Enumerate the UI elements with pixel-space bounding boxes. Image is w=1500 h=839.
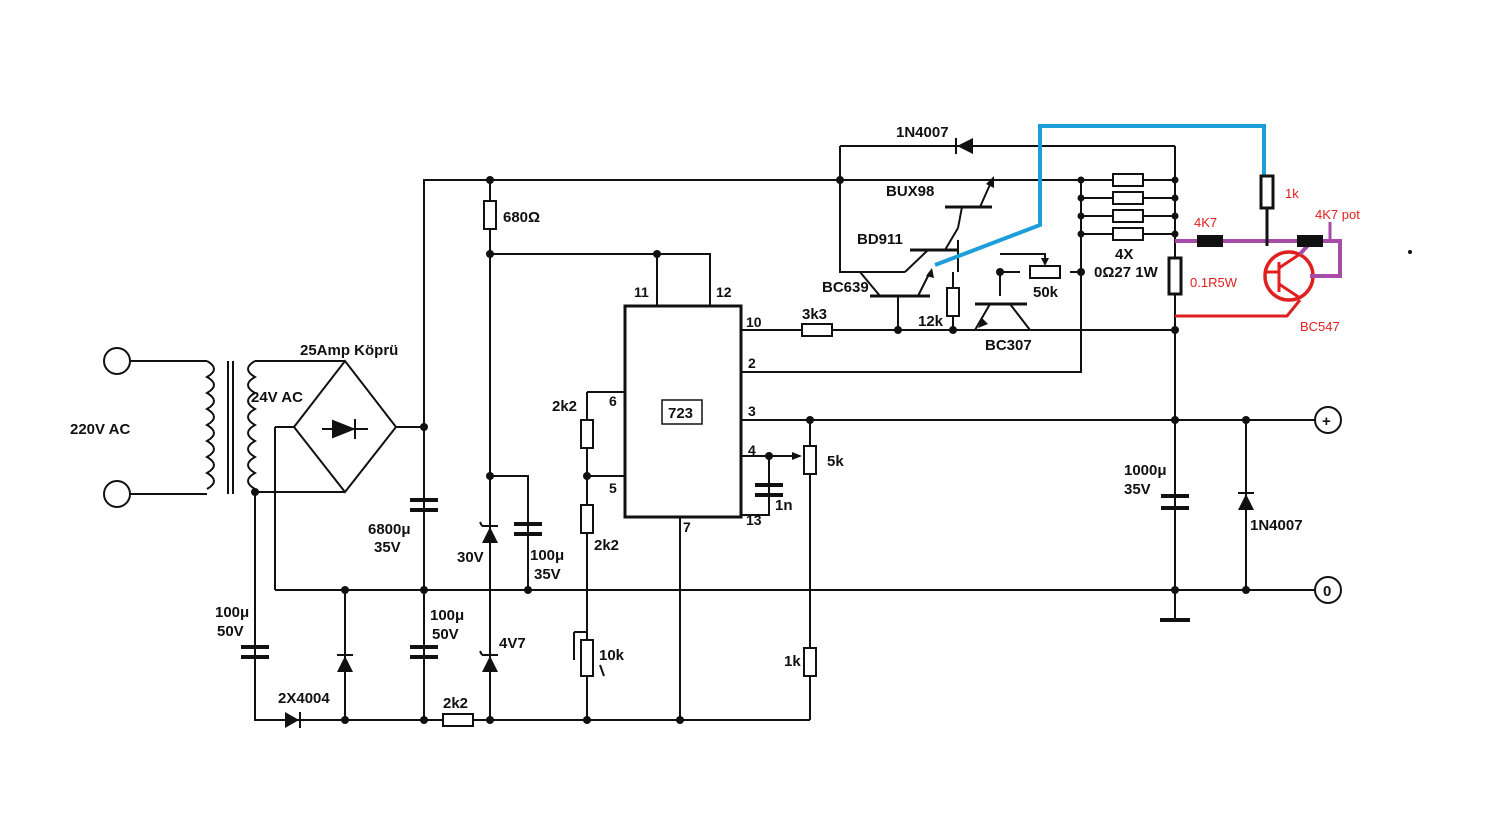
- resistor-2k2-neg: [442, 713, 474, 727]
- pin-11: 11: [634, 284, 649, 300]
- transformer: [204, 360, 345, 494]
- transistor-bc307: [953, 302, 1031, 331]
- zener30-label: 30V: [457, 549, 484, 566]
- resistor-2k2-pin6: [580, 419, 594, 449]
- transistor-bux98: [945, 176, 994, 229]
- mod-components: [1167, 174, 1412, 296]
- transistor-bd911: [904, 227, 959, 273]
- ic-723: 723: [623, 304, 743, 519]
- c-main-value: 6800μ: [368, 521, 411, 538]
- r5-label: 2k2: [594, 537, 619, 554]
- c1n-label: 1n: [775, 497, 793, 514]
- pin-4: 4: [748, 442, 756, 458]
- c-out-voltage: 35V: [1124, 481, 1151, 498]
- modification-labels: 1k 4K7 4K7 pot 0.1R5W BC547: [1190, 186, 1360, 334]
- mains-label: 220V AC: [70, 421, 130, 438]
- capacitor-100u-ref: [514, 522, 542, 536]
- r-zener-label: 680Ω: [503, 209, 540, 226]
- diode-1n4007-out: [1238, 492, 1254, 510]
- pot10k-label: 10k: [599, 647, 625, 664]
- pin-6: 6: [609, 393, 617, 409]
- diode-neg-label: 2X4004: [278, 690, 330, 707]
- c-ref-voltage: 35V: [534, 566, 561, 583]
- r6-label: 2k2: [552, 398, 577, 415]
- diode-1n4007-top: [955, 138, 973, 154]
- resistor-1k-bottom: [803, 647, 817, 677]
- junctions: [251, 176, 1250, 724]
- zero-label: 0: [1323, 583, 1331, 600]
- pin-3: 3: [748, 403, 756, 419]
- pot50k-label: 50k: [1033, 284, 1059, 301]
- ground-symbol: [1160, 618, 1190, 622]
- capacitor-1n: [755, 483, 783, 497]
- resistor-680: [483, 200, 497, 230]
- plus-label: +: [1322, 413, 1331, 430]
- shunt-count-label: 4X: [1115, 246, 1133, 263]
- r3k3-label: 3k3: [802, 306, 827, 323]
- bux98-label: BUX98: [886, 183, 934, 200]
- pot-50k: [1000, 253, 1061, 279]
- pin-5: 5: [609, 480, 617, 496]
- main-wiring: [254, 145, 1315, 721]
- resistor-12k: [946, 287, 960, 317]
- shunt-value-label: 0Ω27 1W: [1094, 264, 1159, 281]
- mod-r1k-label: 1k: [1285, 186, 1299, 201]
- resistor-3k3: [801, 323, 833, 337]
- pot5k-label: 5k: [827, 453, 844, 470]
- zener47-label: 4V7: [499, 635, 526, 652]
- c-out-value: 1000μ: [1124, 462, 1167, 479]
- bridge-rectifier: [255, 359, 424, 494]
- zener-4v7: [479, 650, 498, 672]
- ic-label: 723: [668, 405, 693, 422]
- diode-2x4004-b: [337, 654, 353, 672]
- mod-purple-wire: [1175, 222, 1342, 278]
- mod-rsense-label: 0.1R5W: [1190, 275, 1238, 290]
- bd911-label: BD911: [857, 231, 903, 248]
- diode-out-label: 1N4007: [1250, 517, 1303, 534]
- pot-10k: [573, 631, 605, 677]
- diode-top-label: 1N4007: [896, 124, 949, 141]
- component-labels: 220V AC 24V AC 25Amp Köprü 6800μ 35V 100…: [70, 124, 1303, 712]
- c-neg-value: 100μ: [215, 604, 249, 621]
- mod-pot4k7-label: 4K7 pot: [1315, 207, 1360, 222]
- ac-input-terminals: [103, 347, 207, 508]
- bc307-label: BC307: [985, 337, 1032, 354]
- secondary-label: 24V AC: [251, 389, 303, 406]
- bridge-label: 25Amp Köprü: [300, 342, 398, 359]
- pin-13: 13: [746, 512, 762, 528]
- output-terminal-plus[interactable]: +: [1314, 406, 1342, 434]
- r12k-label: 12k: [918, 313, 944, 330]
- mod-r4k7-label: 4K7: [1194, 215, 1217, 230]
- pin-2: 2: [748, 355, 756, 371]
- pin-7: 7: [683, 519, 691, 535]
- ic-pin-labels: 11 12 10 2 3 4 13 6 5 7: [609, 284, 762, 535]
- c-ref-value: 100μ: [530, 547, 564, 564]
- c-neg2-value: 100μ: [430, 607, 464, 624]
- diode-2x4004-a: [285, 712, 301, 728]
- pin-10: 10: [746, 314, 762, 330]
- transistor-bc639: [840, 268, 934, 298]
- c-main-voltage: 35V: [374, 539, 401, 556]
- r-neg-label: 2k2: [443, 695, 468, 712]
- zener-30v: [479, 521, 498, 543]
- output-terminal-zero[interactable]: 0: [1314, 576, 1342, 604]
- capacitor-100u-neg: [241, 645, 269, 659]
- resistor-2k2-pin5: [580, 504, 594, 534]
- capacitor-1000u: [1161, 494, 1189, 510]
- mod-blue-wire: [934, 124, 1266, 267]
- c-neg-voltage: 50V: [217, 623, 244, 640]
- mod-bc547-label: BC547: [1300, 319, 1340, 334]
- shunt-resistors-4x: [1077, 173, 1179, 241]
- pot-5k: [792, 445, 817, 475]
- pin-12: 12: [716, 284, 732, 300]
- capacitor-100u-neg2: [410, 645, 438, 659]
- r1k-bottom-label: 1k: [784, 653, 801, 670]
- bc639-label: BC639: [822, 279, 869, 296]
- capacitor-6800u: [410, 427, 438, 512]
- c-neg2-voltage: 50V: [432, 626, 459, 643]
